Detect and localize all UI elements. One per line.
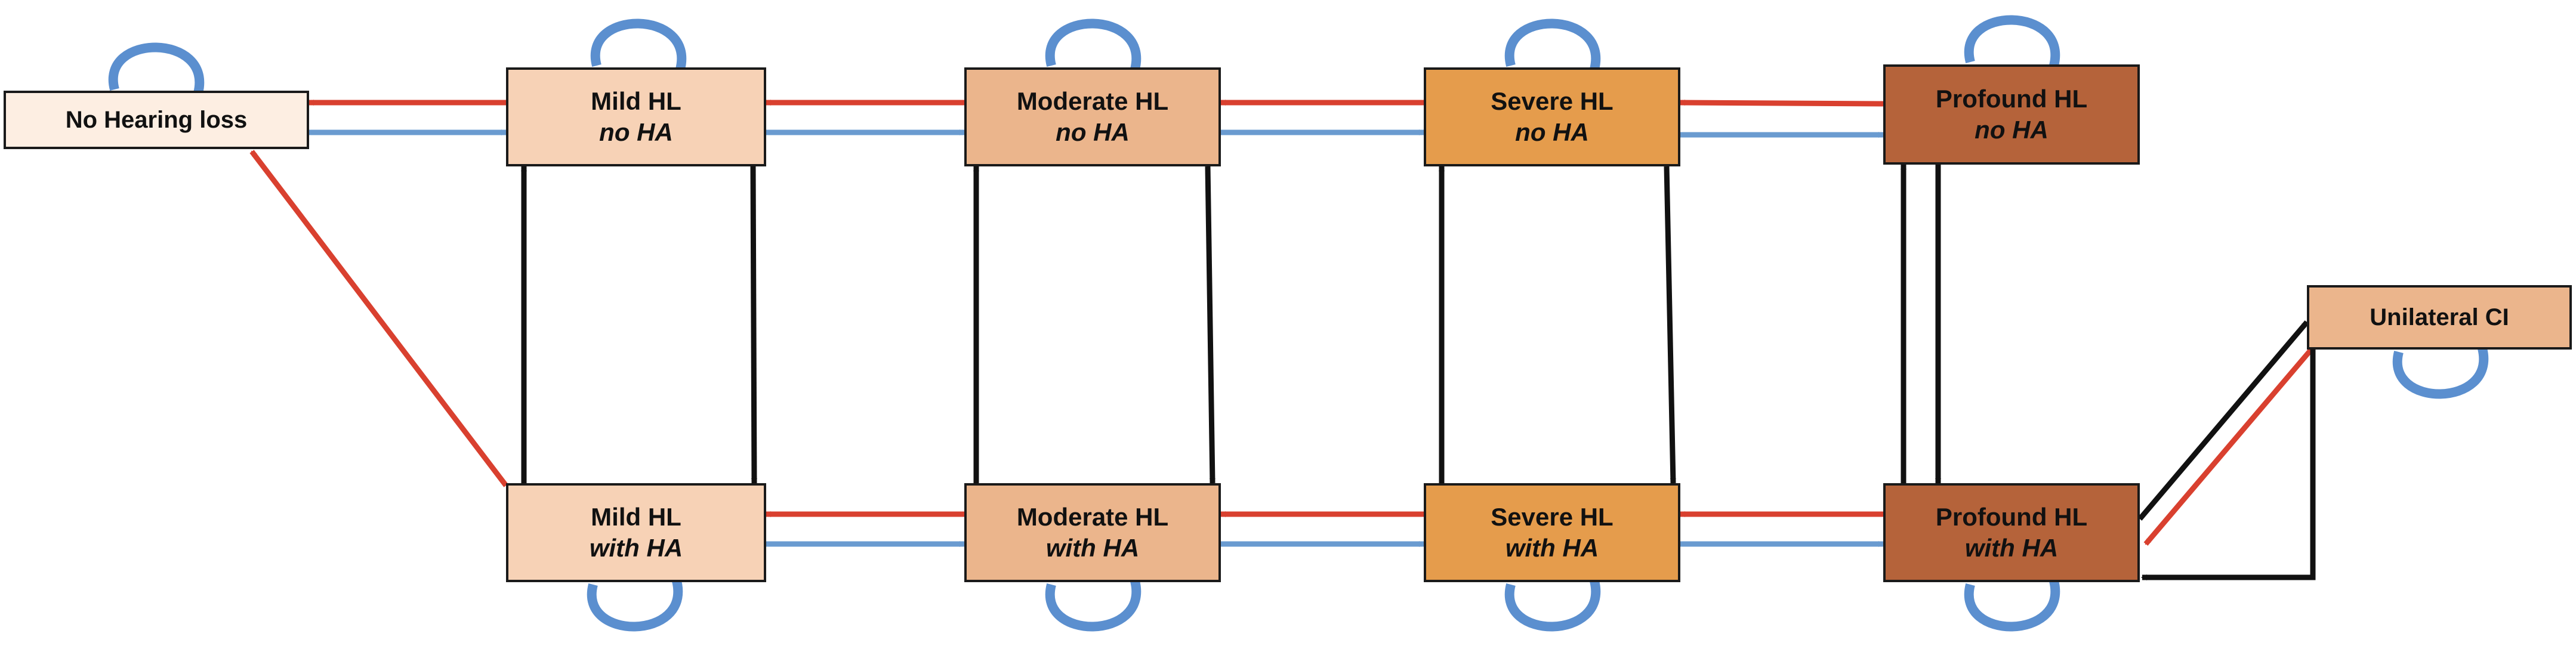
self-loop-mod-ha [1045, 579, 1142, 632]
black-arrow-ci-to-prof-ha [2141, 345, 2316, 580]
state-label: No Hearing loss [65, 107, 248, 133]
state-sublabel: with HA [589, 534, 683, 562]
self-loop-prof-no-ha [1964, 15, 2060, 68]
state-moderate-hl-no-ha: Moderate HL no HA [964, 67, 1221, 166]
state-label: Profound HL [1935, 84, 2088, 113]
state-sublabel: with HA [1045, 534, 1140, 562]
state-label: Profound HL [1935, 502, 2088, 531]
state-mild-hl-with-ha: Mild HL with HA [506, 483, 766, 582]
black-arrow-down-0 [750, 166, 757, 484]
state-sublabel: no HA [1515, 118, 1589, 146]
state-label: Severe HL [1491, 502, 1614, 531]
state-sublabel: no HA [1056, 118, 1130, 146]
black-arrow-down-2 [1664, 166, 1676, 484]
self-loop-mild-no-ha [590, 18, 687, 72]
red-arrow-mild-ha-to-no-hl [249, 150, 508, 487]
state-no-hearing-loss: No Hearing loss [4, 91, 309, 149]
self-loop-uni-ci [2392, 346, 2489, 399]
state-label: Mild HL [591, 86, 681, 115]
state-profound-hl-with-ha: Profound HL with HA [1883, 483, 2140, 582]
state-severe-hl-no-ha: Severe HL no HA [1424, 67, 1680, 166]
state-label: Moderate HL [1016, 502, 1169, 531]
red-arrow-ci-to-prof-ha [2143, 343, 2318, 546]
state-label: Mild HL [591, 502, 681, 531]
state-sublabel: with HA [1964, 534, 2059, 562]
state-moderate-hl-with-ha: Moderate HL with HA [964, 483, 1221, 582]
state-sublabel: with HA [1505, 534, 1599, 562]
red-arrow-top-3 [1679, 100, 1884, 107]
state-mild-hl-no-ha: Mild HL no HA [506, 67, 766, 166]
state-label: Severe HL [1491, 86, 1614, 115]
state-sublabel: no HA [599, 118, 673, 146]
black-arrow-down-1 [1205, 166, 1215, 484]
state-sublabel: no HA [1975, 116, 2049, 144]
state-unilateral-ci: Unilateral CI [2307, 285, 2572, 350]
state-profound-hl-no-ha: Profound HL no HA [1883, 64, 2140, 165]
self-loop-mod-no-ha [1045, 18, 1142, 72]
black-arrow-prof-ha-to-ci [2137, 320, 2309, 521]
self-loop-mild-ha [587, 579, 683, 632]
self-loop-no-hl [108, 42, 205, 95]
self-loop-prof-ha [1964, 579, 2060, 632]
self-loop-sev-ha [1504, 579, 1601, 632]
self-loop-sev-no-ha [1504, 18, 1601, 72]
state-label: Moderate HL [1016, 86, 1169, 115]
state-label: Unilateral CI [2370, 304, 2509, 330]
state-severe-hl-with-ha: Severe HL with HA [1424, 483, 1680, 582]
